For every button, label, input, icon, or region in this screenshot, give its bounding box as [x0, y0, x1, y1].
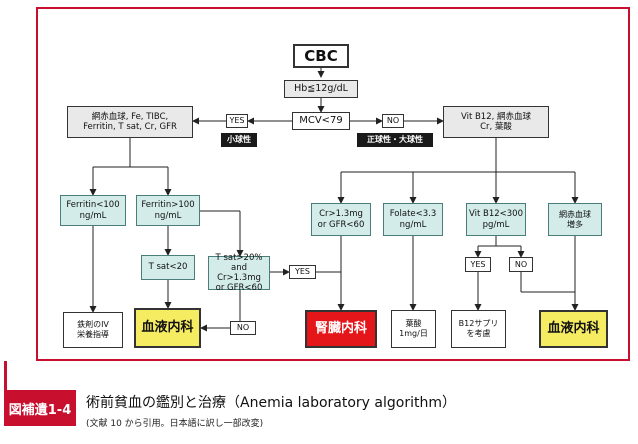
figure-label: 図補遺1-4 [4, 390, 76, 426]
no-label-b12: NO [509, 257, 533, 272]
folate-node: Folate<3.3 ng/mL [383, 203, 443, 236]
normo-macro-tests-node: Vit B12, 網赤血球 Cr, 葉酸 [443, 106, 549, 138]
tsat-cr-node: T sat>20% and Cr>1.3mg or GFR<60 [208, 253, 270, 293]
vitb12-node: Vit B12<300 pg/mL [466, 203, 526, 236]
figure-title: 術前貧血の鑑別と治療（Anemia laboratory algorithm） [86, 395, 456, 411]
ferritin-high-node: Ferritin>100 ng/mL [136, 195, 200, 226]
iron-guidance-node: 鉄剤のIV 栄養指導 [63, 312, 123, 348]
microcytic-tag: 小球性 [221, 133, 257, 147]
tsat-low-node: T sat<20 [141, 255, 195, 280]
no-label-mid: NO [230, 321, 256, 335]
microcytic-tests-node: 網赤血球, Fe, TIBC, Ferritin, T sat, Cr, GFR [67, 106, 193, 138]
no-label-top: NO [382, 114, 404, 128]
mcv-criterion-node: MCV<79 [292, 112, 350, 130]
yes-label-mid: YES [289, 265, 316, 279]
figure-source-note: (文献 10 から引用。日本語に訳し一部改変) [86, 419, 264, 429]
normo-macrocytic-tag: 正球性・大球性 [357, 133, 433, 147]
yes-label-top: YES [226, 114, 248, 128]
folic-acid-node: 葉酸 1mg/日 [391, 310, 436, 348]
caption-accent-bar [4, 361, 7, 390]
reticulocytosis-node: 網赤血球 増多 [548, 203, 602, 236]
yes-label-b12: YES [465, 257, 491, 272]
ferritin-low-node: Ferritin<100 ng/mL [60, 195, 126, 226]
hematology-referral-1: 血液内科 [134, 308, 201, 348]
b12-supplement-node: B12サプリ を考慮 [451, 310, 506, 348]
hematology-referral-2: 血液内科 [539, 310, 608, 348]
hb-criterion-node: Hb≦12g/dL [284, 80, 358, 98]
cbc-node: CBC [293, 44, 349, 68]
nephrology-referral: 腎臓内科 [305, 310, 377, 348]
cr-gfr-node: Cr>1.3mg or GFR<60 [311, 203, 371, 236]
